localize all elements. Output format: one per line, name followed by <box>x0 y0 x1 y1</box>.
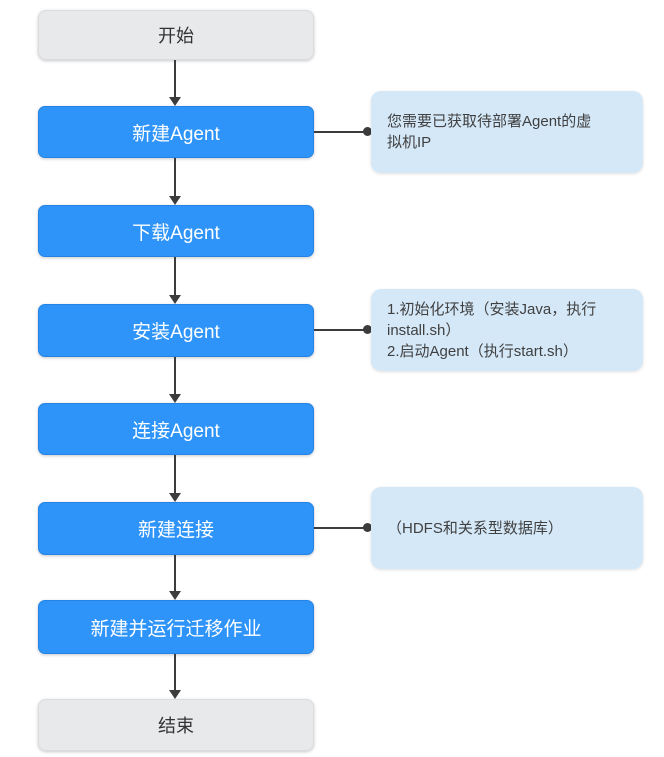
arrow-down-icon <box>168 257 182 304</box>
arrow-down-icon <box>168 455 182 502</box>
node-start: 开始 <box>38 10 314 60</box>
arrow-down-icon <box>168 158 182 205</box>
arrow-down-icon <box>168 60 182 106</box>
arrow-shaft <box>174 455 176 495</box>
node-end-label: 结束 <box>158 716 194 736</box>
annotation-line: 2.启动Agent（执行start.sh） <box>387 342 578 360</box>
annotation-create-agent: 您需要已获取待部署Agent的虚 拟机IP <box>371 91 643 173</box>
node-create-connection-label: 新建连接 <box>137 520 214 541</box>
annotation-connector <box>314 523 372 532</box>
node-download-agent-label: 下载Agent <box>132 222 220 244</box>
node-create-connection: 新建连接 <box>38 502 314 555</box>
arrow-head <box>169 690 181 699</box>
annotation-line: install.sh） <box>387 321 461 339</box>
node-end: 结束 <box>38 699 314 751</box>
annotation-line: 1.初始化环境（安装Java，执行 <box>387 300 597 318</box>
node-download-agent: 下载Agent <box>38 205 314 257</box>
node-connect-agent-label: 连接Agent <box>132 420 220 442</box>
arrow-down-icon <box>168 555 182 600</box>
annotation-create-connection: （HDFS和关系型数据库） <box>371 487 643 569</box>
arrow-head <box>169 97 181 106</box>
bullet-dot-icon <box>363 127 372 136</box>
annotation-connector <box>314 127 372 136</box>
node-install-agent-label: 安装Agent <box>132 322 220 343</box>
annotation-connector <box>314 325 372 334</box>
annotation-line: 拟机IP <box>387 134 432 151</box>
arrow-head <box>169 394 181 403</box>
arrow-head <box>169 591 181 600</box>
node-create-agent: 新建Agent <box>38 106 314 158</box>
arrow-down-icon <box>168 654 182 699</box>
node-create-run-job-label: 新建并运行迁移作业 <box>90 618 262 640</box>
annotation-line: 您需要已获取待部署Agent的虚 <box>387 113 592 130</box>
node-create-agent-label: 新建Agent <box>132 123 220 145</box>
arrow-shaft <box>174 357 176 396</box>
arrow-shaft <box>174 257 176 297</box>
arrow-down-icon <box>168 357 182 403</box>
arrow-shaft <box>174 158 176 198</box>
arrow-head <box>169 196 181 205</box>
bullet-dot-icon <box>363 523 372 532</box>
node-install-agent: 安装Agent <box>38 304 314 357</box>
annotation-install-agent: 1.初始化环境（安装Java，执行 install.sh） 2.启动Agent（… <box>371 289 643 371</box>
node-connect-agent: 连接Agent <box>38 403 314 455</box>
arrow-head <box>169 295 181 304</box>
arrow-shaft <box>174 60 176 99</box>
bullet-dot-icon <box>363 325 372 334</box>
arrow-head <box>169 493 181 502</box>
arrow-shaft <box>174 555 176 593</box>
node-start-label: 开始 <box>158 26 194 46</box>
arrow-shaft <box>174 654 176 692</box>
annotation-line: （HDFS和关系型数据库） <box>387 519 563 537</box>
node-create-run-job: 新建并运行迁移作业 <box>38 600 314 654</box>
